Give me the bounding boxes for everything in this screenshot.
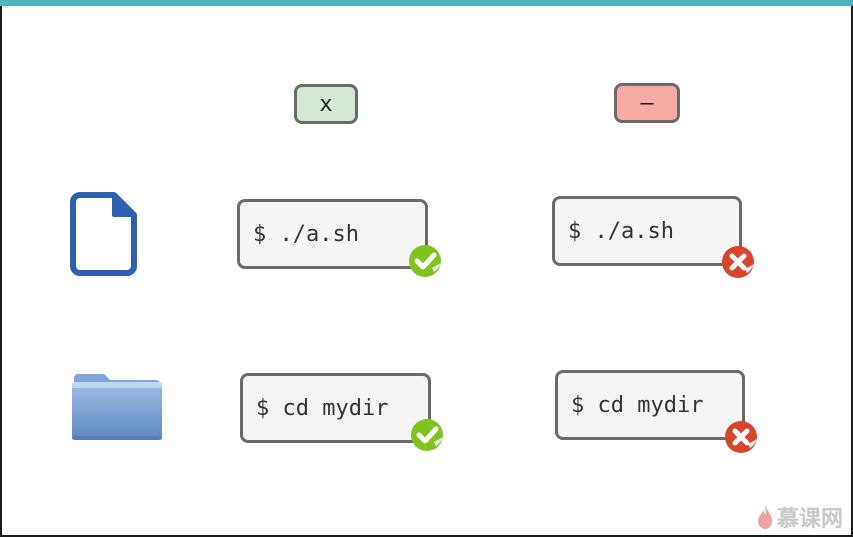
left-border [0,6,2,537]
folder-icon [72,374,162,440]
cross-badge-icon [722,246,754,278]
command-box-dir-cd-allowed: $ cd mydir [240,373,431,443]
cross-badge-icon [725,421,757,453]
check-badge-icon [411,419,443,451]
top-accent-bar [0,0,853,6]
execute-permission-label: x [294,84,358,124]
command-box-file-exec-allowed: $ ./a.sh [237,199,428,269]
command-text: $ ./a.sh [253,221,359,247]
command-text: $ cd mydir [571,392,704,418]
watermark-text: 慕课网 [777,507,844,532]
check-badge-icon [409,245,441,277]
file-icon [70,192,137,276]
flame-icon [758,505,772,529]
command-box-file-exec-denied: $ ./a.sh [552,196,742,266]
command-text: $ cd mydir [256,395,389,421]
bottom-border [0,535,853,537]
command-box-dir-cd-denied: $ cd mydir [555,370,745,440]
no-permission-label: – [614,83,680,123]
command-text: $ ./a.sh [568,218,674,244]
right-border [851,6,853,537]
watermark-logo: 慕课网 [757,502,843,532]
